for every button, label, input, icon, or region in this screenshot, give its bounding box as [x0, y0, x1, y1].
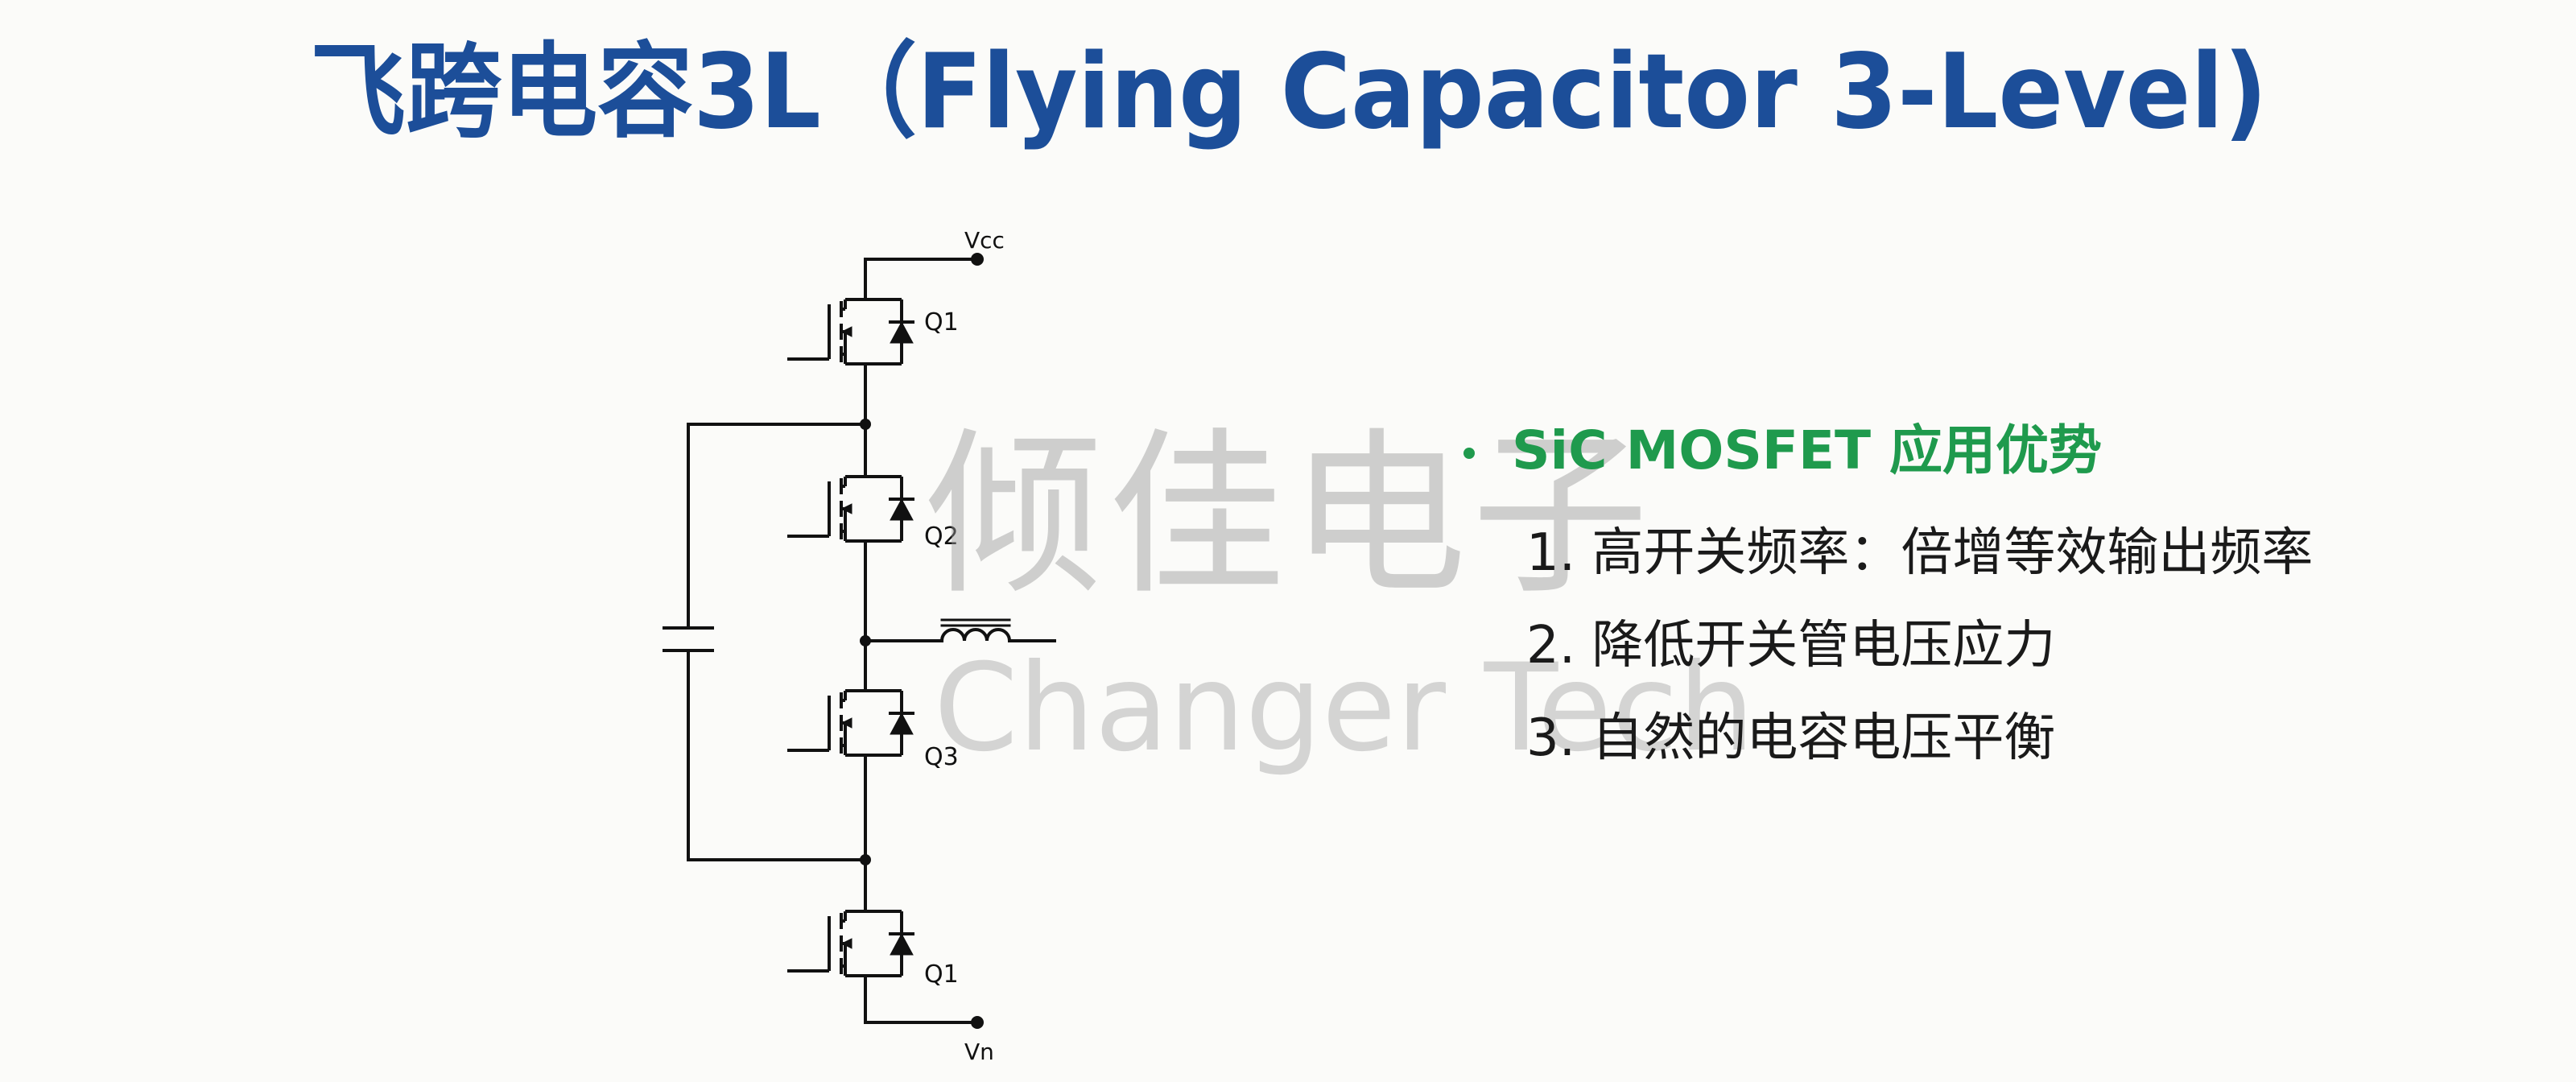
mosfet-arrow [840, 503, 852, 514]
advantages-heading-text: SiC MOSFET 应用优势 [1512, 419, 2103, 481]
advantages-heading: SiC MOSFET 应用优势 [1457, 411, 2463, 491]
list-item: 3. 自然的电容电压平衡 [1526, 708, 2056, 768]
diode-icon [890, 498, 914, 521]
diode-icon [890, 932, 914, 956]
switch-label: Q2 [924, 522, 959, 551]
diode-icon [890, 320, 914, 344]
junction-dot [860, 854, 871, 865]
list-item: 1. 高开关频率：倍增等效输出频率 [1526, 523, 2314, 583]
junction-dot [860, 419, 871, 430]
inductor-coil [939, 628, 1012, 643]
vcc-terminal [971, 253, 984, 266]
watermark-en: Changer Tech [934, 638, 1755, 778]
switch-label: Q1 [924, 960, 959, 989]
vn-label: Vn [964, 1039, 994, 1065]
vn-terminal [971, 1016, 984, 1029]
bullet-dot-icon [1463, 448, 1475, 459]
switch-label: Q1 [924, 308, 959, 337]
mosfet-arrow [840, 938, 852, 949]
junction-dot [860, 635, 871, 646]
list-item: 2. 降低开关管电压应力 [1526, 616, 2056, 675]
switch-label: Q3 [924, 743, 959, 771]
vcc-label: Vcc [964, 227, 1005, 254]
mosfet-arrow [840, 717, 852, 729]
mosfet-arrow [840, 326, 852, 337]
watermark-cn: 倾佳电子 [926, 412, 1654, 618]
advantages-block: SiC MOSFET 应用优势 1. 高开关频率：倍增等效输出频率 2. 降低开… [1457, 403, 2504, 789]
diode-icon [890, 712, 914, 735]
page-title: 飞跨电容3L（Flying Capacitor 3-Level) [310, 32, 2268, 152]
advantages-list: 1. 高开关频率：倍增等效输出频率 2. 降低开关管电压应力 3. 自然的电容电… [1526, 507, 2492, 785]
